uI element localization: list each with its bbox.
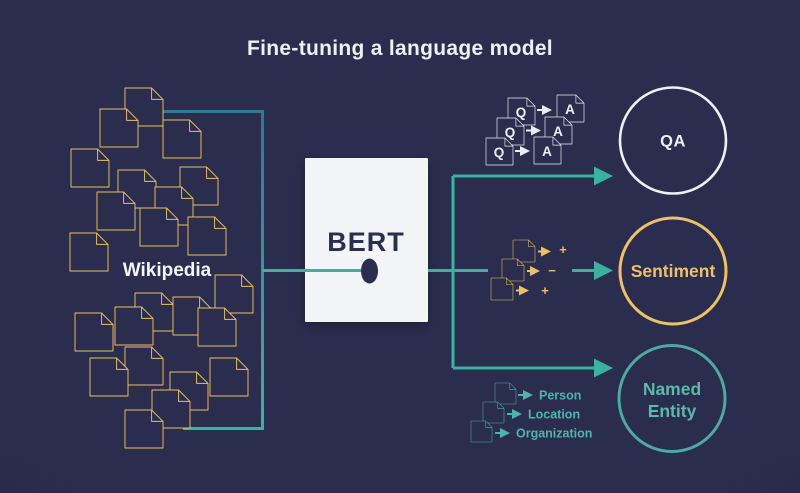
qa-arrowhead-icon — [594, 166, 613, 186]
wikipedia-document-icon — [89, 357, 129, 397]
sentiment-plus-symbol: + — [559, 242, 567, 257]
wikipedia-document-icon — [124, 409, 164, 449]
wikipedia-document-icon — [96, 191, 136, 231]
sentiment-document-icon — [512, 239, 536, 263]
wikipedia-document-icon — [187, 216, 227, 256]
bert-input-port-icon — [361, 258, 378, 284]
sentiment-minus-symbol: − — [548, 263, 556, 278]
wikipedia-label: Wikipedia — [123, 260, 212, 281]
named-entity-arrowhead-icon — [594, 358, 613, 378]
answer-letter: A — [553, 124, 563, 139]
answer-letter: A — [542, 144, 552, 159]
sentiment-task-label: Sentiment — [631, 261, 716, 281]
sentiment-task-circle — [618, 216, 728, 326]
question-letter: Q — [516, 105, 527, 120]
answer-letter: A — [565, 102, 575, 117]
entity-label-person: Person — [539, 389, 581, 403]
wikipedia-document-icon — [69, 232, 109, 272]
wikipedia-document-icon — [209, 357, 249, 397]
entity-label-organization: Organization — [516, 427, 592, 441]
entity-label-location: Location — [528, 408, 580, 422]
bert-label: BERT — [327, 227, 405, 257]
wikipedia-document-icon — [197, 307, 237, 347]
bert-model-box — [305, 158, 428, 322]
wikipedia-document-icon — [114, 306, 154, 346]
diagram-title: Fine-tuning a language model — [247, 37, 553, 60]
entity-document-icon — [470, 420, 493, 443]
wikipedia-document-icon — [70, 148, 110, 188]
qa-task-label: QA — [660, 133, 686, 151]
sentiment-plus-symbol: + — [541, 283, 549, 298]
named-entity-task-circle — [617, 344, 727, 453]
wikipedia-document-icon — [74, 312, 114, 352]
qa-task-circle — [618, 86, 728, 195]
sentiment-arrowhead-icon — [594, 261, 613, 280]
wikipedia-document-icon — [99, 108, 139, 148]
wikipedia-document-icon — [139, 207, 179, 247]
entity-document-icon — [494, 382, 517, 405]
named-entity-example-icons — [470, 382, 517, 443]
question-letter: Q — [505, 125, 516, 140]
wikipedia-document-icon — [214, 274, 254, 314]
named-entity-task-label-line1: Named — [643, 379, 701, 399]
question-letter: Q — [494, 145, 505, 160]
entity-document-icon — [482, 401, 505, 424]
wikipedia-document-icon — [162, 119, 202, 159]
named-entity-task-label-line2: Entity — [648, 401, 697, 421]
sentiment-document-icon — [501, 258, 525, 282]
sentiment-document-icon — [490, 277, 514, 301]
wikipedia-document-icon — [124, 346, 164, 386]
